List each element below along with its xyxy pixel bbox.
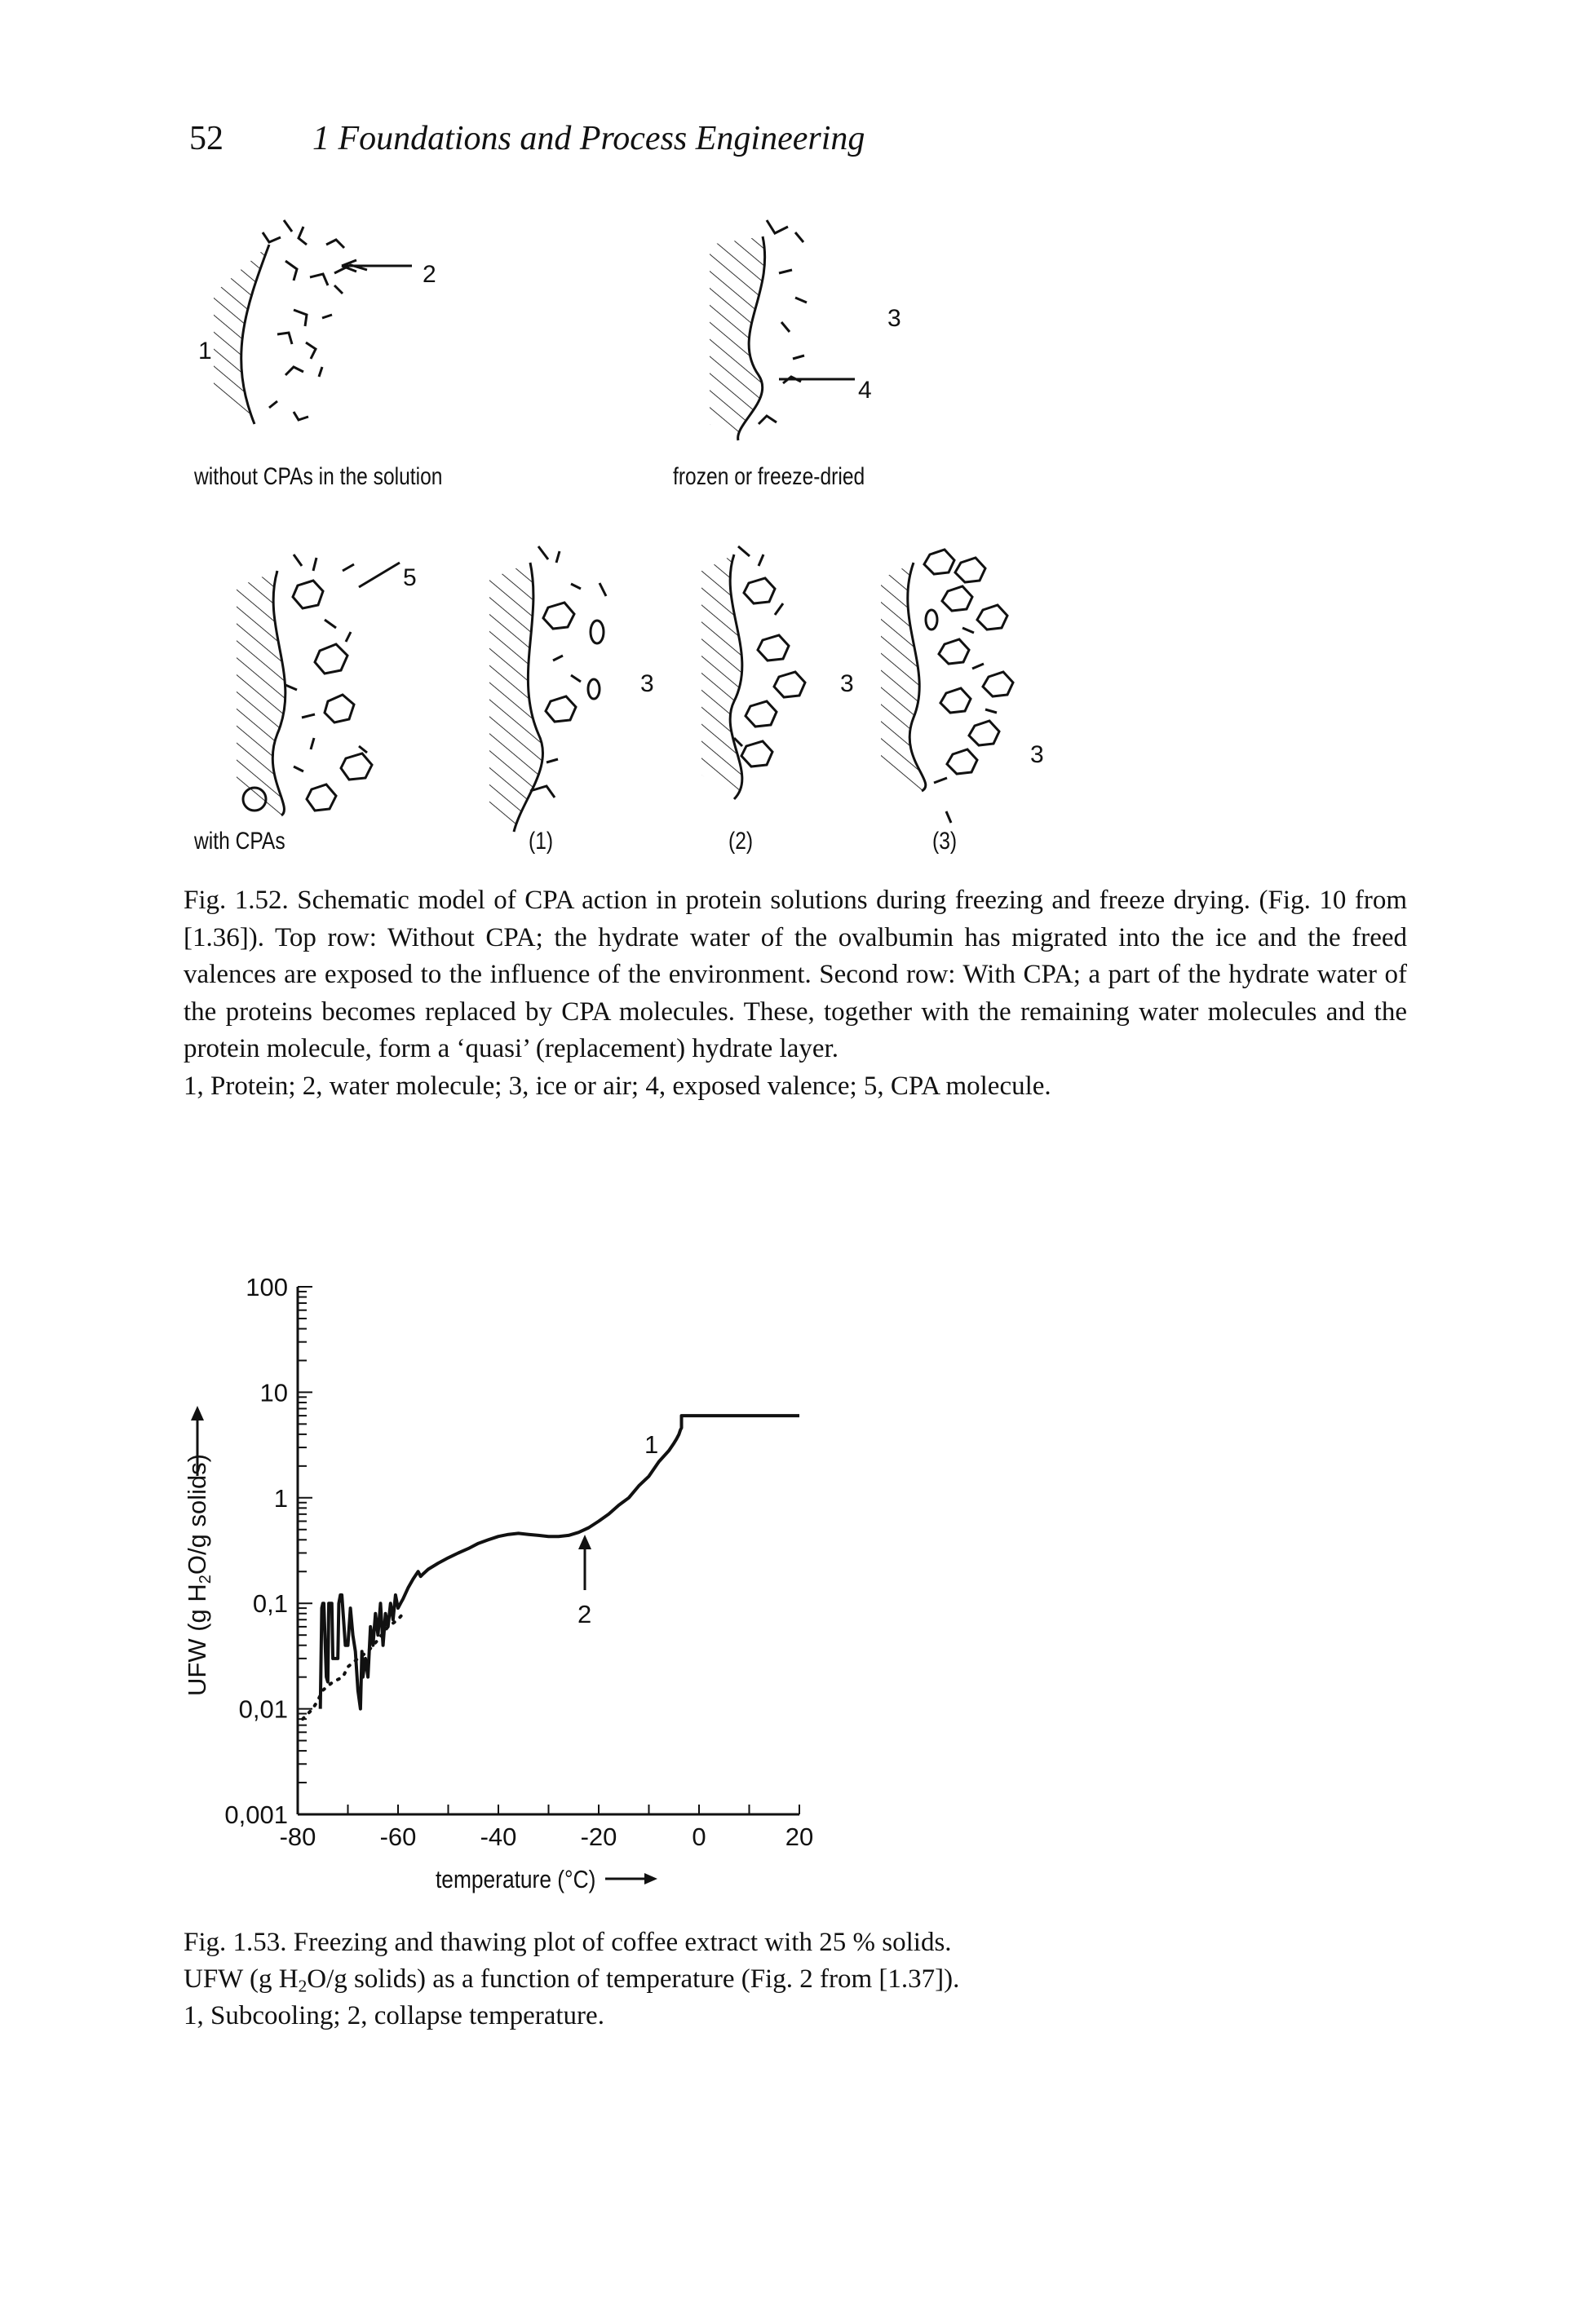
x-axis-label: temperature (°C) [436,1866,595,1893]
annotation-subcooling: 1 [644,1430,658,1459]
label-with-cpas: with CPAs [194,828,285,855]
y-tick-label: 0,001 [224,1800,288,1829]
figure-1-53-legend: 1, Subcooling; 2, collapse temperature. [184,2001,604,2030]
x-axis-arrowhead [644,1873,657,1884]
figure-1-53-caption-line2: UFW (g H2O/g solids) as a function of te… [184,1961,1407,1998]
collapse-arrowhead [578,1535,591,1549]
x-tick-label: -40 [480,1823,517,1851]
callout-2: 2 [423,261,436,288]
panel-3-protein [881,548,1015,824]
x-tick-label: -60 [380,1823,417,1851]
x-tick-label: -20 [581,1823,617,1851]
protein-with-cpa [237,554,400,817]
series-dotted [301,1611,405,1721]
caption-ufw-post: O/g solids) as a function of temperature… [307,1964,960,1994]
figure-1-52-caption: Fig. 1.52. Schematic model of CPA action… [184,886,1407,1063]
y-tick-label: 1 [274,1484,288,1513]
callout-3-panel1: 3 [640,670,654,697]
callout-4: 4 [858,377,872,404]
y-tick-label: 0,1 [253,1589,288,1618]
series-ufw-curve [318,1414,799,1711]
callout-3-panel2: 3 [840,670,854,697]
figure-1-53-caption: Fig. 1.53. Freezing and thawing plot of … [184,1928,952,1957]
caption-ufw-sub: 2 [298,1976,308,1996]
y-axis-arrowhead [191,1406,204,1420]
label-without-cpas: without CPAs in the solution [194,463,443,490]
callout-3-top: 3 [887,305,901,332]
label-frozen: frozen or freeze-dried [673,463,865,490]
y-axis-label: UFW (g H2O/g solids) [183,1454,215,1696]
cpa-schematic-figure: 2 1 3 4 5 3 3 3 [198,219,1044,833]
y-tick-label: 100 [246,1273,288,1301]
y-tick-label: 0,01 [239,1695,288,1724]
annotation-collapse: 2 [577,1600,591,1628]
caption-ufw-pre: UFW (g H [184,1964,299,1994]
protein-without-cpa [214,219,412,425]
running-title: 1 Foundations and Process Engineering [312,120,865,157]
page-number: 52 [189,120,223,157]
figure-1-52-legend: 1, Protein; 2, water molecule; 3, ice or… [184,1071,1051,1101]
y-tick-label: 10 [260,1378,288,1407]
x-tick-label: 0 [692,1823,706,1851]
figure-1-52-caption-block: Fig. 1.52. Schematic model of CPA action… [184,882,1407,1105]
callout-3-panel3: 3 [1030,741,1044,768]
panel-label-1: (1) [529,828,554,855]
ufw-temperature-chart: 0,001 0,01 0,1 1 10 100 -80 -60 -40 -20 0 20 1 2 t… [183,1273,813,1894]
figure-1-53-caption-block: Fig. 1.53. Freezing and thawing plot of … [184,1924,1407,2035]
x-tick-label: 20 [785,1823,813,1851]
panel-label-2: (2) [728,828,754,855]
callout-5: 5 [403,564,417,591]
protein-frozen [710,219,855,441]
callout-1: 1 [198,338,212,365]
panel-2-protein [701,545,807,801]
panel-label-3: (3) [932,828,958,855]
x-tick-label: -80 [280,1823,316,1851]
panel-1-protein [489,546,608,833]
